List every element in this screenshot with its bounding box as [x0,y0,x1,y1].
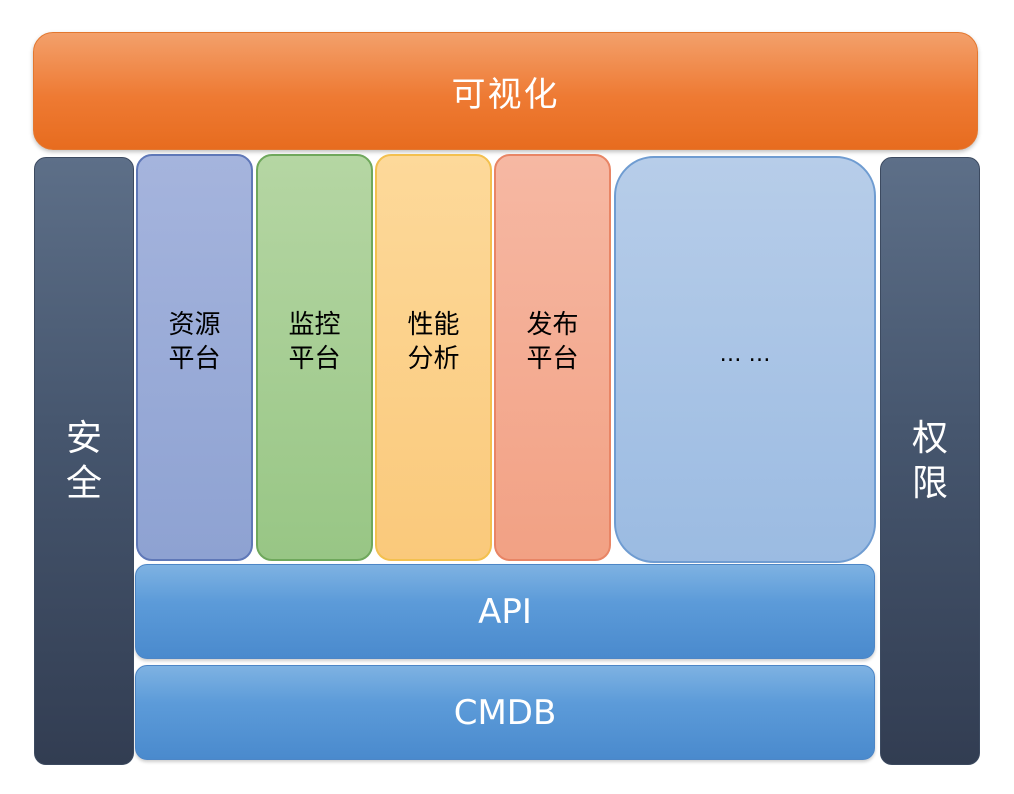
permission-pillar: 权限 [880,157,980,765]
release-platform-block: 发布平台 [494,154,611,561]
cmdb-layer: CMDB [135,665,875,760]
visualization-layer: 可视化 [33,32,978,150]
resource-platform-block: 资源平台 [136,154,253,561]
permission-label: 权限 [911,418,948,504]
performance-analysis-block: 性能分析 [375,154,492,561]
visualization-label: 可视化 [451,74,560,115]
security-pillar: 安全 [34,157,134,765]
security-label: 安全 [65,418,102,504]
cmdb-label: CMDB [453,692,557,733]
api-label: API [478,591,532,632]
performance-analysis-label: 性能分析 [407,309,460,374]
monitoring-platform-label: 监控平台 [288,309,341,374]
api-layer: API [135,564,875,659]
more-platforms-label: … … [719,342,771,367]
monitoring-platform-block: 监控平台 [256,154,373,561]
resource-platform-label: 资源平台 [168,309,221,374]
release-platform-label: 发布平台 [526,309,579,374]
more-platforms-block: … … [614,156,876,563]
